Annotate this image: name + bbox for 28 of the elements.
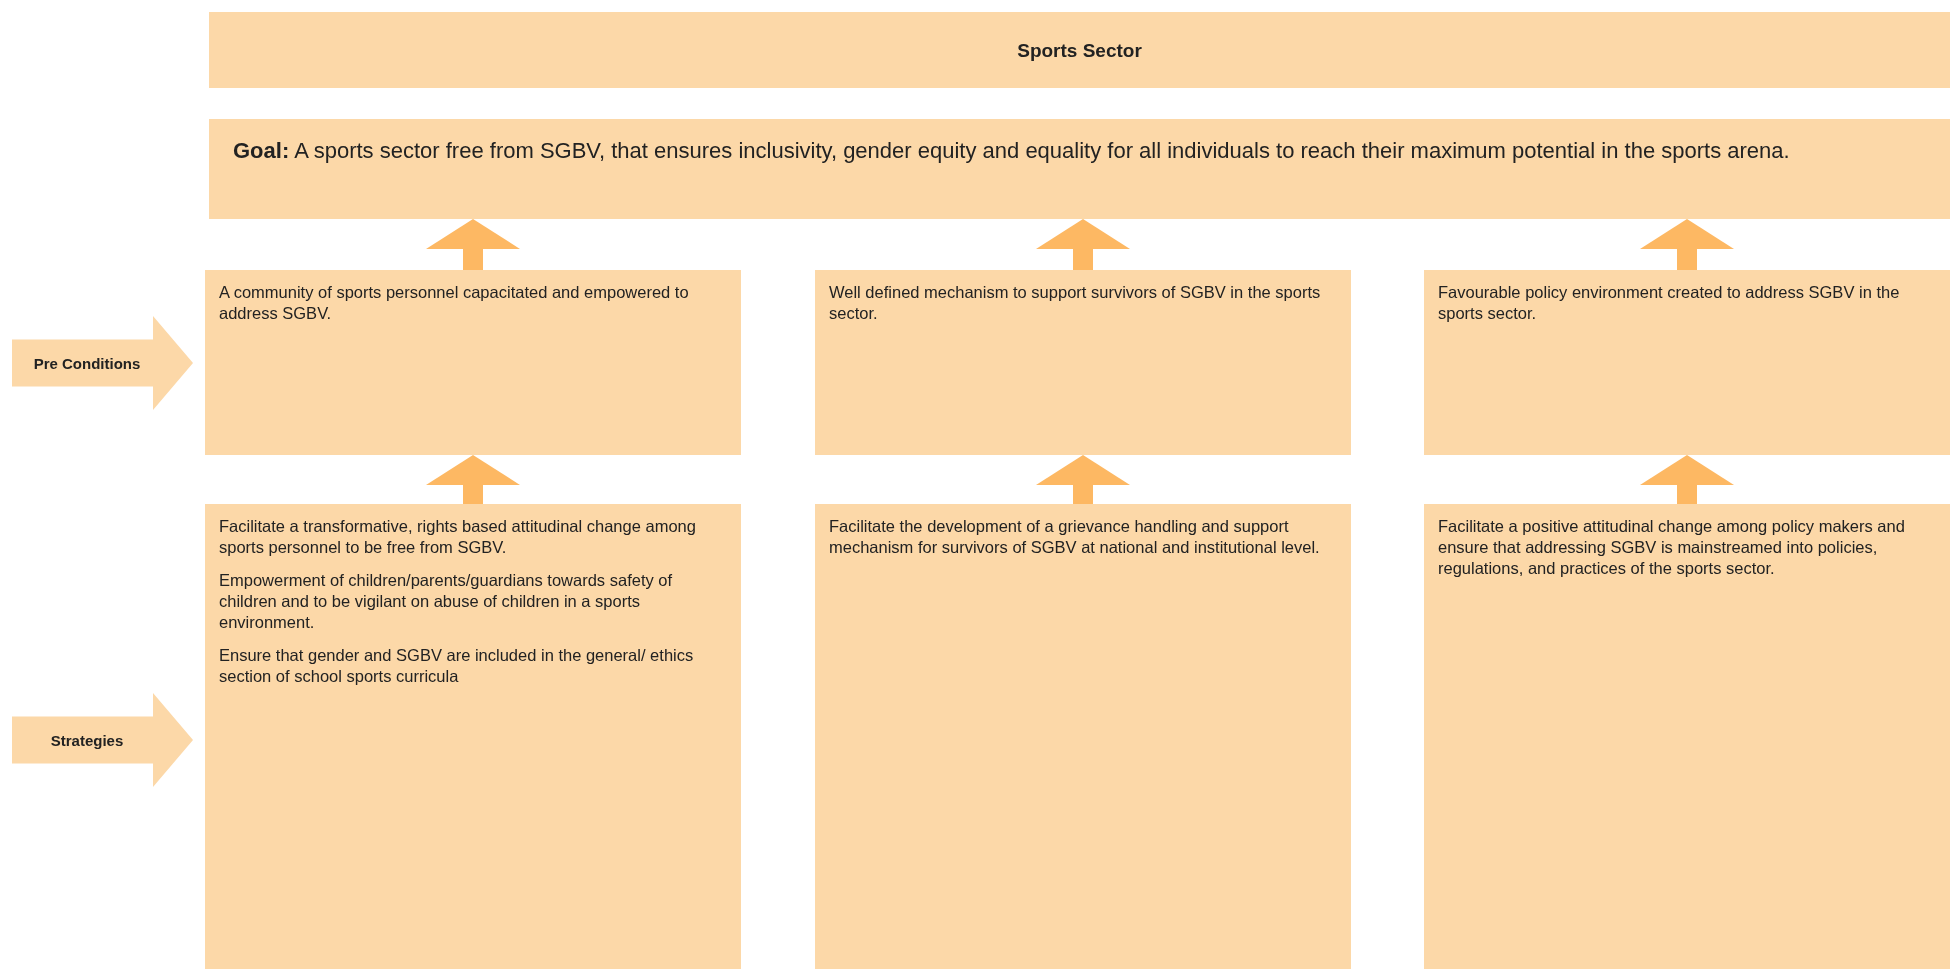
body-text: Favourable policy environment created to address SGBV in the sports sector. (1438, 282, 1901, 324)
text-box (815, 504, 1351, 969)
row-label: Strategies (49, 730, 125, 751)
body-text: Empowerment of children/parents/guardians towards safety of children and to be vigilant on abuse of children in a sports environment. (219, 570, 674, 633)
body-text: Facilitate a positive attitudinal change among policy makers and ensure that addressing SGBV is mainstreamed into policies, regulations, and practices of the sports sector. (1438, 516, 1906, 579)
block-arrow (1036, 455, 1130, 504)
block-arrow (1036, 219, 1130, 270)
goal-box (209, 119, 1950, 219)
body-text: Facilitate a transformative, rights based attitudinal change among sports personnel to be free from SGBV. (219, 516, 697, 558)
header-band (209, 12, 1950, 88)
block-arrow (426, 219, 520, 270)
block-arrow (1640, 455, 1734, 504)
arrow-label-shape (12, 693, 193, 787)
body-text: A community of sports personnel capacitated and empowered to address SGBV. (219, 282, 690, 324)
text-box (1424, 270, 1950, 455)
section-title: Sports Sector (1017, 39, 1142, 61)
block-arrow (426, 455, 520, 504)
arrow-label-shape (12, 316, 193, 410)
text-box (1424, 504, 1950, 969)
row-label: Pre Conditions (32, 353, 142, 374)
body-text: Ensure that gender and SGBV are included in the general/ ethics section of school sports curricula (219, 645, 695, 687)
text-box (205, 504, 741, 969)
goal-statement: Goal: A sports sector free from SGBV, that ensures inclusivity, gender equity and equality for all individuals to reach their maximum potential in the sports arena. (233, 137, 1791, 165)
text-box (205, 270, 741, 455)
body-text: Well defined mechanism to support survivors of SGBV in the sports sector. (829, 282, 1322, 324)
text-box (815, 270, 1351, 455)
body-text: Facilitate the development of a grievance handling and support mechanism for survivors of SGBV at national and institutional level. (829, 516, 1321, 558)
block-arrow (1640, 219, 1734, 270)
